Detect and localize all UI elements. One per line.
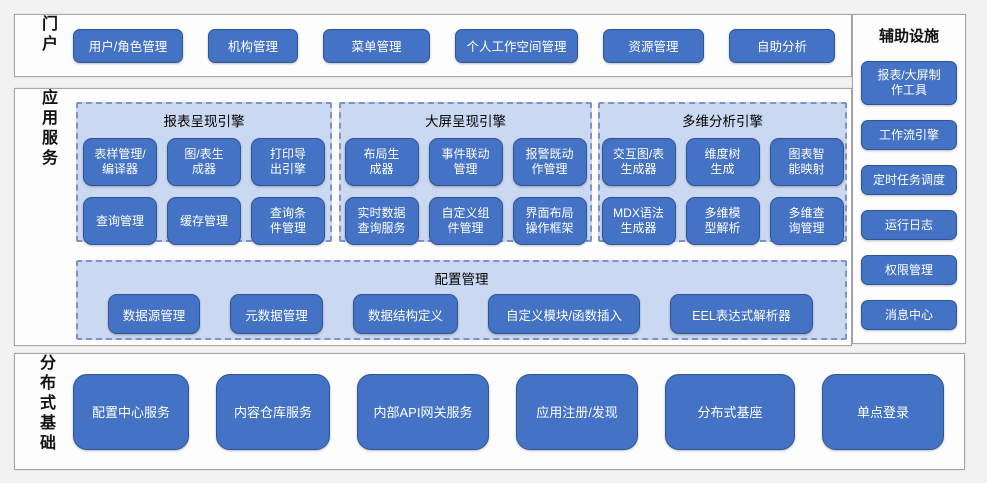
auxiliary-section-title: 辅助设施 <box>878 28 939 45</box>
report-engine-title: 报表呈现引擎 <box>163 114 245 129</box>
dist-box-single-sign-on: 单点登录 <box>822 373 944 450</box>
portal-box-user-role-mgmt: 用户/角色管理 <box>73 28 183 63</box>
dist-box-config-center-service: 配置中心服务 <box>73 373 189 450</box>
dist-box-distributed-pedestal: 分布式基座 <box>665 373 795 450</box>
portal-box-resource-mgmt: 资源管理 <box>603 28 704 63</box>
olap-engine-grid: 交互图/表 生成器 维度树 生成 图表智 能映射 MDX语法 生成器 多维模 型… <box>600 138 845 245</box>
bigscreen-engine-title: 大屏呈现引擎 <box>425 114 506 129</box>
portal-box-org-mgmt: 机构管理 <box>208 28 298 63</box>
auxiliary-section: 辅助设施 报表/大屏制 作工具 工作流引擎 定时任务调度 运行日志 权限管理 消… <box>852 14 966 344</box>
portal-section-label: 门户 <box>39 15 56 55</box>
bigscreen-box-event-linkage-mgmt: 事件联动 管理 <box>428 138 503 186</box>
distributed-button-row: 配置中心服务 内容仓库服务 内部API网关服务 应用注册/发现 分布式基座 单点… <box>73 373 944 450</box>
config-mgmt-title: 配置管理 <box>434 272 489 287</box>
aux-box-permission-mgmt: 权限管理 <box>861 255 957 285</box>
portal-button-row: 用户/角色管理 机构管理 菜单管理 个人工作空间管理 资源管理 自助分析 <box>73 28 835 63</box>
config-box-metadata-mgmt: 元数据管理 <box>230 294 323 334</box>
portal-box-menu-mgmt: 菜单管理 <box>323 28 430 63</box>
dist-box-app-register-discovery: 应用注册/发现 <box>516 373 638 450</box>
auxiliary-button-column: 报表/大屏制 作工具 工作流引擎 定时任务调度 运行日志 权限管理 消息中心 <box>853 61 965 330</box>
app-services-section: 应用服务 报表呈现引擎 表样管理/ 编译器 图/表生 成器 打印导 出引擎 查询… <box>14 88 852 346</box>
report-engine-grid: 表样管理/ 编译器 图/表生 成器 打印导 出引擎 查询管理 缓存管理 查询条 … <box>78 138 330 245</box>
report-engine-group: 报表呈现引擎 表样管理/ 编译器 图/表生 成器 打印导 出引擎 查询管理 缓存… <box>76 102 332 245</box>
distributed-base-section: 分布式基础 配置中心服务 内容仓库服务 内部API网关服务 应用注册/发现 分布… <box>14 353 965 470</box>
olap-box-dimension-tree-generation: 维度树 生成 <box>685 138 760 186</box>
report-box-print-export-engine: 打印导 出引擎 <box>251 138 325 186</box>
aux-box-workflow-engine: 工作流引擎 <box>861 120 957 150</box>
aux-box-message-center: 消息中心 <box>861 300 957 330</box>
bigscreen-engine-grid: 布局生 成器 事件联动 管理 报警既动 作管理 实时数据 查询服务 自定义组 件… <box>341 138 590 245</box>
olap-engine-group: 多维分析引擎 交互图/表 生成器 维度树 生成 图表智 能映射 MDX语法 生成… <box>598 102 847 245</box>
config-box-datasource-mgmt: 数据源管理 <box>108 294 200 334</box>
portal-box-workspace-mgmt: 个人工作空间管理 <box>455 28 578 63</box>
report-box-cache-mgmt: 缓存管理 <box>167 197 241 245</box>
bigscreen-box-realtime-query-service: 实时数据 查询服务 <box>344 197 419 245</box>
config-mgmt-row: 数据源管理 元数据管理 数据结构定义 自定义模块/函数插入 EEL表达式解析器 <box>108 294 813 334</box>
aux-box-run-log: 运行日志 <box>861 210 957 240</box>
config-box-data-structure-definition: 数据结构定义 <box>353 294 458 334</box>
bigscreen-box-layout-generator: 布局生 成器 <box>344 138 419 186</box>
config-box-eel-expression-parser: EEL表达式解析器 <box>670 294 813 334</box>
report-box-template-mgmt-compiler: 表样管理/ 编译器 <box>83 138 157 186</box>
report-box-query-mgmt: 查询管理 <box>83 197 157 245</box>
olap-box-chart-smart-mapping: 图表智 能映射 <box>769 138 844 186</box>
olap-box-interactive-chart-generator: 交互图/表 生成器 <box>601 138 676 186</box>
olap-box-mdx-syntax-generator: MDX语法 生成器 <box>601 197 676 245</box>
config-mgmt-group: 配置管理 数据源管理 元数据管理 数据结构定义 自定义模块/函数插入 EEL表达… <box>76 260 847 340</box>
olap-box-multidim-model-parsing: 多维模 型解析 <box>685 197 760 245</box>
portal-section: 门户 用户/角色管理 机构管理 菜单管理 个人工作空间管理 资源管理 自助分析 <box>14 14 852 77</box>
portal-box-self-analysis: 自助分析 <box>729 28 835 63</box>
bigscreen-box-custom-component-mgmt: 自定义组 件管理 <box>428 197 503 245</box>
report-box-chart-table-generator: 图/表生 成器 <box>167 138 241 186</box>
bigscreen-engine-group: 大屏呈现引擎 布局生 成器 事件联动 管理 报警既动 作管理 实时数据 查询服务… <box>339 102 592 245</box>
config-box-custom-module-function-insert: 自定义模块/函数插入 <box>488 294 640 334</box>
aux-box-report-bigscreen-tool: 报表/大屏制 作工具 <box>861 61 957 105</box>
olap-box-multidim-query-mgmt: 多维查 询管理 <box>769 197 844 245</box>
report-box-query-condition-mgmt: 查询条 件管理 <box>251 197 325 245</box>
aux-box-task-scheduler: 定时任务调度 <box>861 165 957 195</box>
bigscreen-box-ui-layout-framework: 界面布局 操作框架 <box>512 197 587 245</box>
dist-box-content-repo-service: 内容仓库服务 <box>216 373 330 450</box>
distributed-base-section-label: 分布式基础 <box>37 354 54 454</box>
dist-box-internal-api-gateway-service: 内部API网关服务 <box>357 373 489 450</box>
bigscreen-box-alarm-action-mgmt: 报警既动 作管理 <box>512 138 587 186</box>
olap-engine-title: 多维分析引擎 <box>682 114 763 129</box>
app-services-section-label: 应用服务 <box>39 89 56 169</box>
